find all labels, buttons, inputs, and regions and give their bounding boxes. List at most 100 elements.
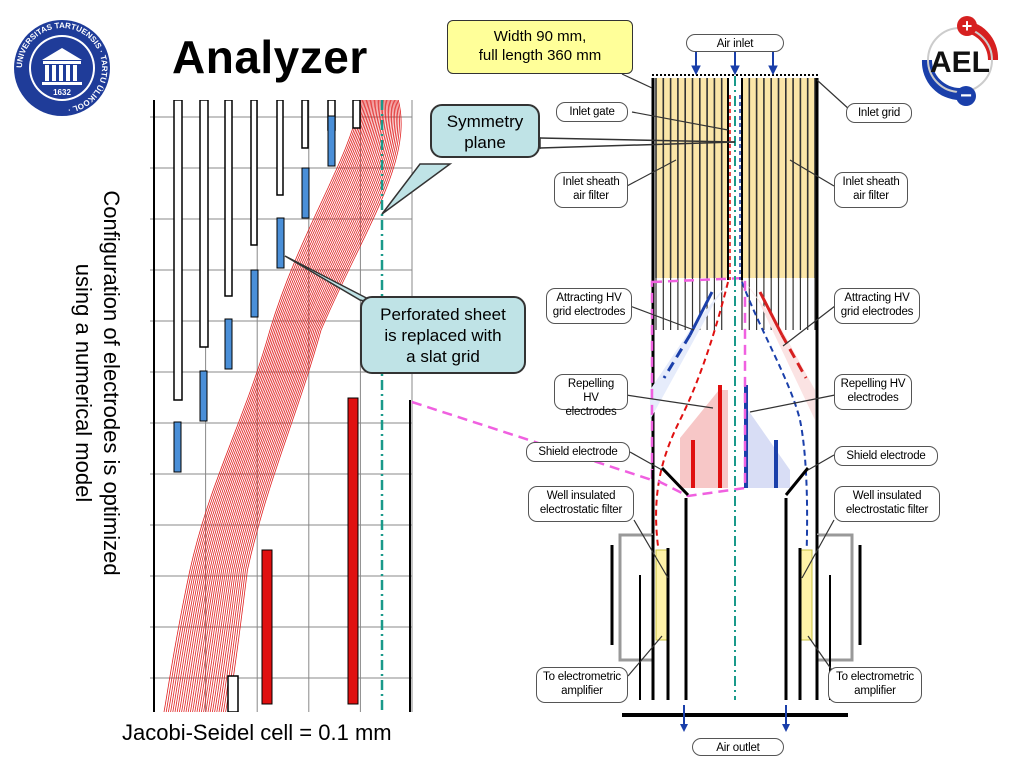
trajectory-line — [176, 99, 369, 713]
label-line: amplifier — [561, 685, 603, 697]
label-line: air filter — [853, 190, 889, 202]
numerical-model-panel — [150, 99, 420, 730]
ael-logo: AEL + − — [920, 12, 1000, 108]
particle-trajectories — [163, 99, 402, 713]
trajectory-line — [220, 99, 397, 713]
attracting-electrode — [276, 217, 285, 269]
inlet-gate-label: Inlet gate — [556, 102, 628, 122]
label-line: Attracting HV — [556, 292, 622, 304]
trajectory-line — [185, 99, 374, 713]
trajectory-line — [187, 99, 375, 713]
amplifier-label-right: To electrometric amplifier — [828, 667, 922, 703]
label-line: amplifier — [854, 685, 896, 697]
shield-electrode-label-right: Shield electrode — [834, 446, 938, 466]
slat-electrode — [352, 99, 361, 129]
page-title: Analyzer — [172, 31, 368, 83]
trajectory-line — [165, 99, 362, 713]
trajectory-line — [201, 99, 384, 713]
trajectory-line — [223, 99, 399, 713]
trajectory-line — [194, 99, 379, 713]
attracting-electrode — [250, 269, 259, 318]
air-inlet-label: Air inlet — [686, 34, 784, 52]
air-outlet-label: Air outlet — [692, 738, 784, 756]
svg-text:1632: 1632 — [53, 88, 71, 97]
attracting-electrode — [173, 421, 182, 473]
trajectory-line — [212, 99, 391, 713]
inlet-sheath-label-left: Inlet sheath air filter — [554, 172, 628, 208]
width-callout: Width 90 mm, full length 360 mm — [447, 20, 633, 74]
slat-electrode — [224, 99, 233, 297]
slat-electrode — [301, 99, 309, 149]
width-callout-line2: full length 360 mm — [478, 47, 602, 64]
symmetry-callout-line1: Symmetry — [446, 112, 524, 131]
side-caption-line2: using a numerical model — [71, 263, 96, 502]
attracting-electrode — [301, 167, 310, 219]
trajectory-line — [170, 99, 365, 713]
label-line: electrodes — [565, 406, 617, 418]
label-line: grid electrodes — [840, 306, 914, 318]
bottom-caption: Jacobi-Seidel cell = 0.1 mm — [122, 720, 392, 745]
slat-electrode — [250, 99, 258, 246]
attracting-electrode — [199, 370, 208, 422]
side-caption-line1: Configuration of electrodes is optimized — [99, 189, 124, 576]
perforated-callout-line1: Perforated sheet — [380, 305, 506, 324]
repelling-electrode — [347, 397, 359, 705]
trajectory-line — [209, 99, 390, 713]
perforated-sheet-callout: Perforated sheet is replaced with a slat… — [360, 296, 526, 374]
slat-electrode — [173, 99, 183, 401]
well-insulated-label-right: Well insulated electrostatic filter — [834, 486, 940, 522]
perforated-callout-line2: is replaced with — [384, 326, 502, 345]
trajectory-line — [214, 99, 392, 713]
label-line: air filter — [573, 190, 609, 202]
trajectory-line — [174, 99, 367, 713]
slat-electrode — [199, 99, 209, 348]
trajectory-line — [179, 99, 370, 713]
label-line: To electrometric — [543, 671, 621, 683]
repelling-hv-label-right: Repelling HV electrodes — [834, 374, 912, 410]
attracting-hv-label-left: Attracting HV grid electrodes — [546, 288, 632, 324]
trajectory-line — [203, 99, 385, 713]
label-line: grid electrodes — [552, 306, 626, 318]
filter-body — [656, 78, 728, 278]
trajectory-line — [207, 99, 388, 713]
label-line: electrodes — [847, 392, 899, 404]
perforated-callout-line3: a slat grid — [406, 347, 480, 366]
model-electrodes — [173, 99, 411, 713]
side-caption: Configuration of electrodes is optimized… — [66, 160, 128, 605]
trajectory-line — [218, 99, 396, 713]
filter-body — [742, 78, 815, 278]
trajectory-line — [163, 99, 361, 713]
trajectory-line — [192, 99, 378, 713]
amplifier-label-left: To electrometric amplifier — [536, 667, 628, 703]
inlet-sheath-filter-left — [655, 78, 728, 330]
label-line: Repelling HV — [840, 378, 906, 390]
repelling-hv-label-left: Repelling HV electrodes — [554, 374, 628, 418]
symmetry-plane-callout: Symmetry plane — [430, 104, 540, 158]
trajectory-line — [168, 99, 364, 713]
repelling-electrode — [261, 549, 273, 705]
label-line: Well insulated — [852, 490, 922, 502]
label-line: Attracting HV — [844, 292, 910, 304]
label-line: Inlet sheath — [842, 176, 900, 188]
slat-electrode — [276, 99, 284, 196]
trajectory-line — [205, 99, 387, 713]
inlet-grid-label: Inlet grid — [846, 103, 912, 123]
attracting-electrode — [224, 318, 233, 370]
symmetry-callout-line2: plane — [464, 133, 506, 152]
label-line: electrostatic filter — [539, 504, 623, 516]
trajectory-line — [196, 99, 381, 713]
trajectory-line — [172, 99, 366, 713]
label-line: Repelling HV — [567, 378, 615, 404]
slat-electrode — [227, 675, 239, 713]
width-callout-line1: Width 90 mm, — [493, 28, 587, 45]
trajectory-line — [198, 99, 382, 713]
shield-electrode-label-left: Shield electrode — [526, 442, 630, 462]
label-line: Inlet sheath — [562, 176, 620, 188]
attracting-hv-label-right: Attracting HV grid electrodes — [834, 288, 920, 324]
label-line: Well insulated — [546, 490, 616, 502]
inlet-sheath-filter-right — [741, 78, 816, 330]
trajectory-line — [181, 99, 371, 713]
trajectory-line — [216, 99, 394, 713]
trajectory-line — [183, 99, 373, 713]
label-line: To electrometric — [836, 671, 914, 683]
